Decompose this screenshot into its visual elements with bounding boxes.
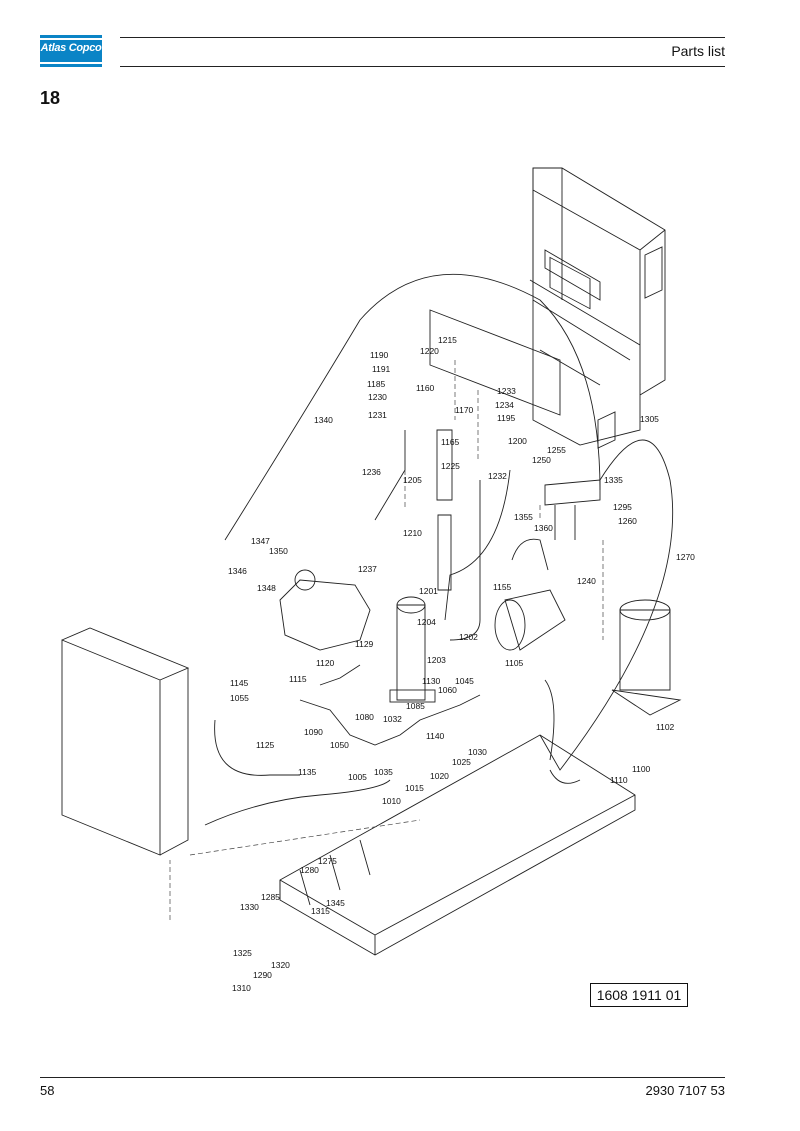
part-callout-1020: 1020 bbox=[430, 771, 449, 781]
part-callout-1203: 1203 bbox=[427, 655, 446, 665]
part-callout-1210: 1210 bbox=[403, 528, 422, 538]
part-callout-1102: 1102 bbox=[656, 722, 675, 732]
part-callout-1236: 1236 bbox=[362, 467, 381, 477]
doc-number: 2930 7107 53 bbox=[645, 1083, 725, 1098]
part-callout-1232: 1232 bbox=[488, 471, 507, 481]
part-callout-1032: 1032 bbox=[383, 714, 402, 724]
part-callout-1080: 1080 bbox=[355, 712, 374, 722]
part-callout-1105: 1105 bbox=[505, 658, 524, 668]
part-callout-1325: 1325 bbox=[233, 948, 252, 958]
part-callout-1310: 1310 bbox=[232, 983, 251, 993]
part-callout-1237: 1237 bbox=[358, 564, 377, 574]
part-callout-1005: 1005 bbox=[348, 772, 367, 782]
part-callout-1170: 1170 bbox=[455, 405, 474, 415]
part-callout-1025: 1025 bbox=[452, 757, 471, 767]
drawing-dash-lines bbox=[169, 360, 604, 920]
part-callout-1085: 1085 bbox=[406, 701, 425, 711]
footer-rule bbox=[40, 1077, 725, 1078]
part-callout-1347: 1347 bbox=[251, 536, 270, 546]
part-callout-1030: 1030 bbox=[468, 747, 487, 757]
part-callout-1255: 1255 bbox=[547, 445, 566, 455]
part-callout-1145: 1145 bbox=[230, 678, 249, 688]
part-callout-1060: 1060 bbox=[438, 685, 457, 695]
part-callout-1185: 1185 bbox=[367, 379, 386, 389]
part-callout-1191: 1191 bbox=[372, 364, 391, 374]
part-callout-1260: 1260 bbox=[618, 516, 637, 526]
header-rule-top bbox=[120, 37, 725, 38]
drawing-linework bbox=[61, 167, 682, 956]
part-callout-1195: 1195 bbox=[497, 413, 516, 423]
part-callout-1120: 1120 bbox=[316, 658, 335, 668]
part-callout-1295: 1295 bbox=[613, 502, 632, 512]
part-callout-1201: 1201 bbox=[419, 586, 438, 596]
part-callout-1280: 1280 bbox=[300, 865, 319, 875]
part-callout-1015: 1015 bbox=[405, 783, 424, 793]
part-callout-1100: 1100 bbox=[632, 764, 651, 774]
part-callout-1250: 1250 bbox=[532, 455, 551, 465]
part-callout-1115: 1115 bbox=[289, 674, 307, 684]
part-callout-1215: 1215 bbox=[438, 335, 457, 345]
part-callout-1233: 1233 bbox=[497, 386, 516, 396]
part-callout-1135: 1135 bbox=[298, 767, 317, 777]
part-callout-1130: 1130 bbox=[422, 676, 441, 686]
part-callout-1346: 1346 bbox=[228, 566, 247, 576]
part-callout-1348: 1348 bbox=[257, 583, 276, 593]
part-callout-1190: 1190 bbox=[370, 350, 389, 360]
header-rule-bottom bbox=[120, 66, 725, 67]
part-callout-1140: 1140 bbox=[426, 731, 445, 741]
part-callout-1155: 1155 bbox=[493, 582, 512, 592]
part-callout-1110: 1110 bbox=[610, 775, 628, 785]
part-callout-1129: 1129 bbox=[355, 639, 374, 649]
part-callout-1350: 1350 bbox=[269, 546, 288, 556]
page-title: Parts list bbox=[671, 43, 725, 59]
part-callout-1055: 1055 bbox=[230, 693, 249, 703]
part-callout-1355: 1355 bbox=[514, 512, 533, 522]
part-callout-1340: 1340 bbox=[314, 415, 333, 425]
part-callout-1320: 1320 bbox=[271, 960, 290, 970]
part-callout-1045: 1045 bbox=[455, 676, 474, 686]
part-callout-1160: 1160 bbox=[416, 383, 435, 393]
part-callout-1335: 1335 bbox=[604, 475, 623, 485]
page-number: 58 bbox=[40, 1083, 55, 1098]
part-callout-1225: 1225 bbox=[441, 461, 460, 471]
part-callout-1230: 1230 bbox=[368, 392, 387, 402]
part-callout-1285: 1285 bbox=[261, 892, 280, 902]
part-callout-1305: 1305 bbox=[640, 414, 659, 424]
part-callout-1010: 1010 bbox=[382, 796, 401, 806]
drawing-number: 1608 1911 01 bbox=[590, 983, 688, 1007]
part-callout-1330: 1330 bbox=[240, 902, 259, 912]
part-callout-1090: 1090 bbox=[304, 727, 323, 737]
part-callout-1360: 1360 bbox=[534, 523, 553, 533]
part-callout-1050: 1050 bbox=[330, 740, 349, 750]
part-callout-1125: 1125 bbox=[256, 740, 275, 750]
part-callout-1035: 1035 bbox=[374, 767, 393, 777]
part-callout-1202: 1202 bbox=[459, 632, 478, 642]
part-callout-1231: 1231 bbox=[368, 410, 387, 420]
atlas-copco-logo: Atlas Copco bbox=[40, 35, 102, 67]
section-number: 18 bbox=[40, 88, 61, 108]
part-callout-1204: 1204 bbox=[417, 617, 436, 627]
part-callout-1200: 1200 bbox=[508, 436, 527, 446]
part-callout-1205: 1205 bbox=[403, 475, 422, 485]
part-callout-1270: 1270 bbox=[676, 552, 695, 562]
part-callout-1234: 1234 bbox=[495, 400, 514, 410]
logo-text: Atlas Copco bbox=[40, 42, 102, 54]
part-callout-1220: 1220 bbox=[420, 346, 439, 356]
part-callout-1290: 1290 bbox=[253, 970, 272, 980]
part-callout-1345: 1345 bbox=[326, 898, 345, 908]
part-callout-1240: 1240 bbox=[577, 576, 596, 586]
part-callout-1275: 1275 bbox=[318, 856, 337, 866]
part-callout-1315: 1315 bbox=[311, 906, 330, 916]
part-callout-1165: 1165 bbox=[441, 437, 460, 447]
